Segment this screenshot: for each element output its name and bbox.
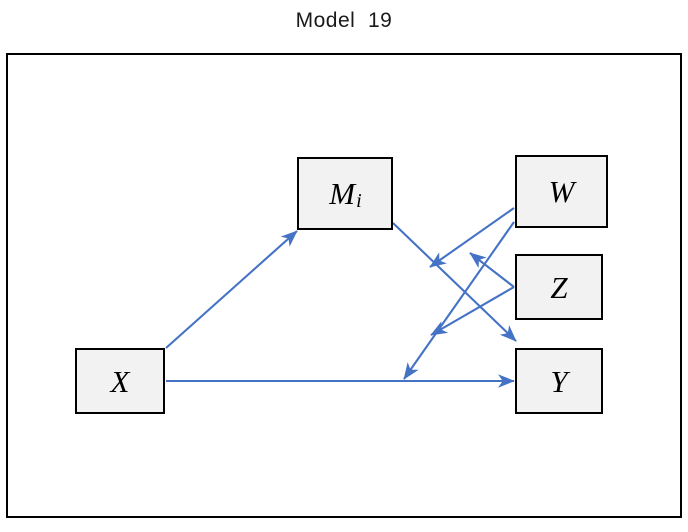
node-w-label: W <box>548 174 575 209</box>
node-w[interactable]: W <box>515 155 608 228</box>
node-x[interactable]: X <box>75 348 165 414</box>
node-x-label: X <box>110 363 130 399</box>
node-y-label: Y <box>550 363 568 399</box>
node-z[interactable]: Z <box>515 254 603 320</box>
node-z-label: Z <box>550 269 568 305</box>
node-m-label: M <box>329 176 356 211</box>
node-m-subscript: i <box>356 189 362 212</box>
page-title: Model 19 <box>295 9 393 32</box>
node-y[interactable]: Y <box>515 348 603 414</box>
